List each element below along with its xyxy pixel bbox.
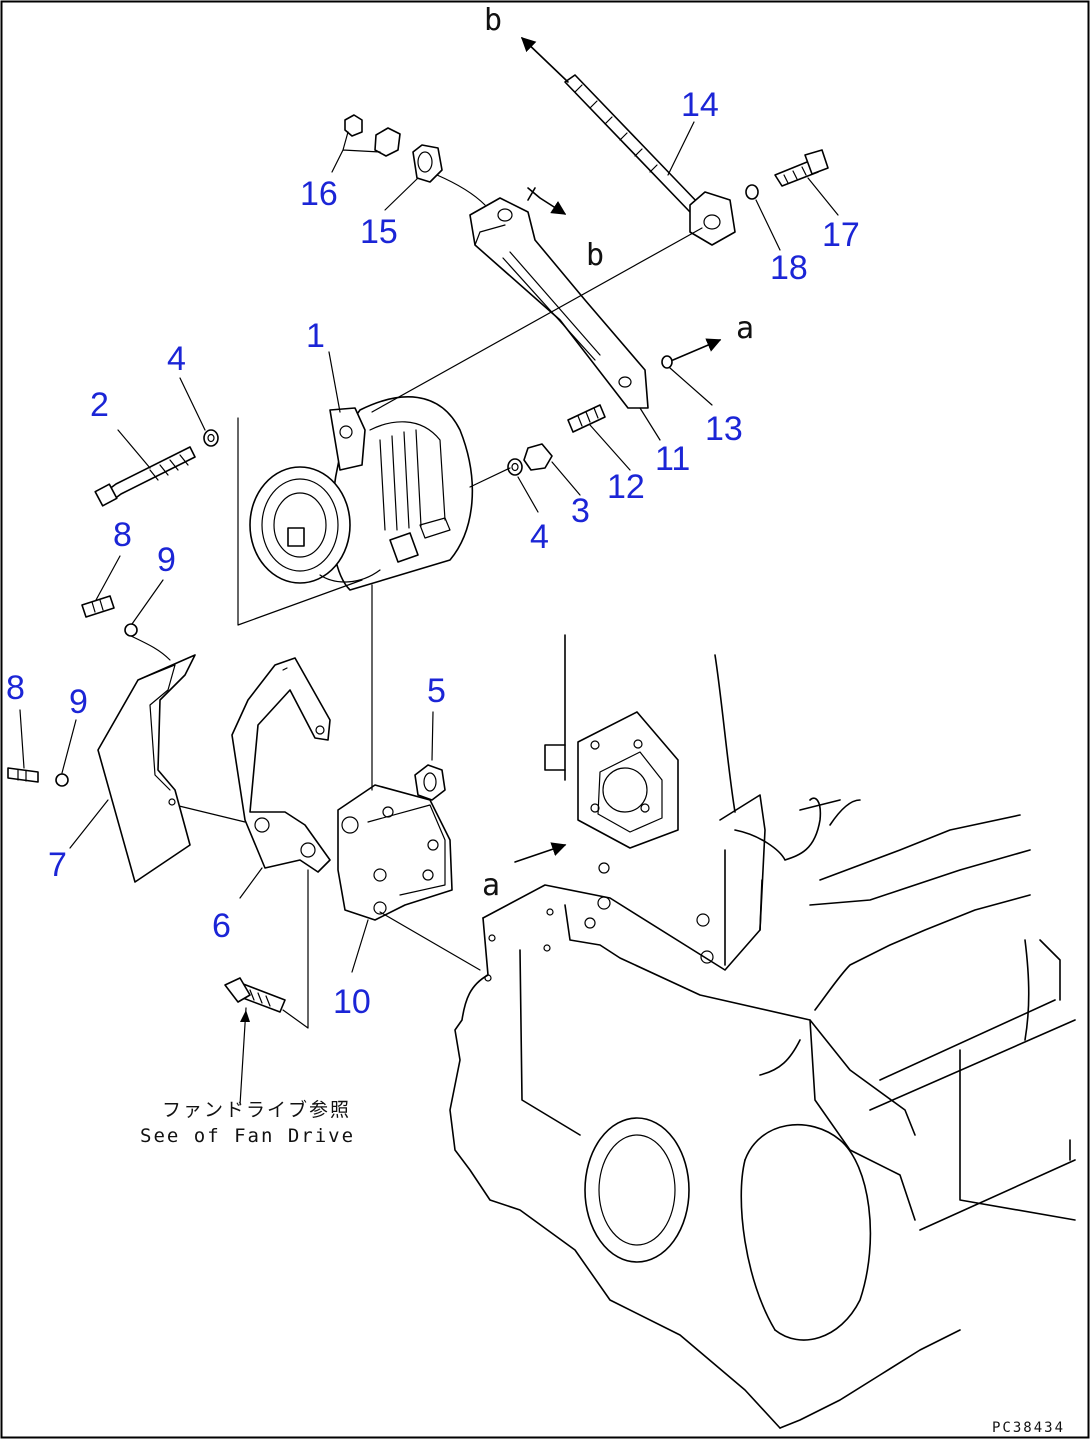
callout-8a: 8 bbox=[113, 516, 132, 554]
callout-1: 1 bbox=[306, 317, 325, 355]
callout-11: 11 bbox=[655, 440, 690, 478]
callout-12: 12 bbox=[607, 468, 645, 506]
note-english: See of Fan Drive bbox=[140, 1125, 355, 1147]
callout-13: 13 bbox=[705, 410, 743, 448]
callout-14: 14 bbox=[681, 86, 719, 124]
cover-7 bbox=[7, 595, 196, 883]
engine-block bbox=[449, 634, 1076, 1429]
callout-2: 2 bbox=[90, 386, 109, 424]
callout-9a: 9 bbox=[157, 541, 176, 579]
callout-4b: 4 bbox=[530, 518, 549, 556]
adjusting-bracket bbox=[371, 74, 736, 413]
ref-b-bracket: b bbox=[586, 238, 604, 273]
alternator-fasteners bbox=[94, 404, 606, 626]
callout-15: 15 bbox=[360, 213, 398, 251]
callout-labels: 1 2 3 4 4 5 6 7 8 8 9 9 10 11 12 13 14 1… bbox=[6, 86, 860, 1021]
callout-9b: 9 bbox=[69, 683, 88, 721]
callout-5: 5 bbox=[427, 672, 446, 710]
ref-a-right: a bbox=[736, 311, 754, 346]
callout-7: 7 bbox=[48, 846, 67, 884]
ref-a-engine: a bbox=[482, 868, 500, 903]
callout-8b: 8 bbox=[6, 669, 25, 707]
alternator bbox=[249, 396, 474, 591]
mount-bracket bbox=[337, 584, 481, 971]
reference-arrows bbox=[514, 37, 722, 863]
callout-6: 6 bbox=[212, 907, 231, 945]
callout-17: 17 bbox=[822, 216, 860, 254]
reference-letters: b b a a bbox=[482, 3, 754, 903]
callout-10: 10 bbox=[333, 983, 371, 1021]
note-japanese: ファンドライブ参照 bbox=[162, 1098, 351, 1121]
ref-b-top: b bbox=[484, 3, 502, 38]
callout-3: 3 bbox=[571, 492, 590, 530]
figure-code: PC38434 bbox=[992, 1420, 1065, 1436]
callout-4a: 4 bbox=[167, 340, 186, 378]
fan-drive-bolt bbox=[224, 869, 309, 1106]
small-hardware-top bbox=[344, 114, 829, 200]
bracket-6 bbox=[174, 657, 331, 873]
callout-16: 16 bbox=[300, 175, 338, 213]
callout-18: 18 bbox=[770, 249, 808, 287]
leader-lines bbox=[19, 121, 839, 973]
